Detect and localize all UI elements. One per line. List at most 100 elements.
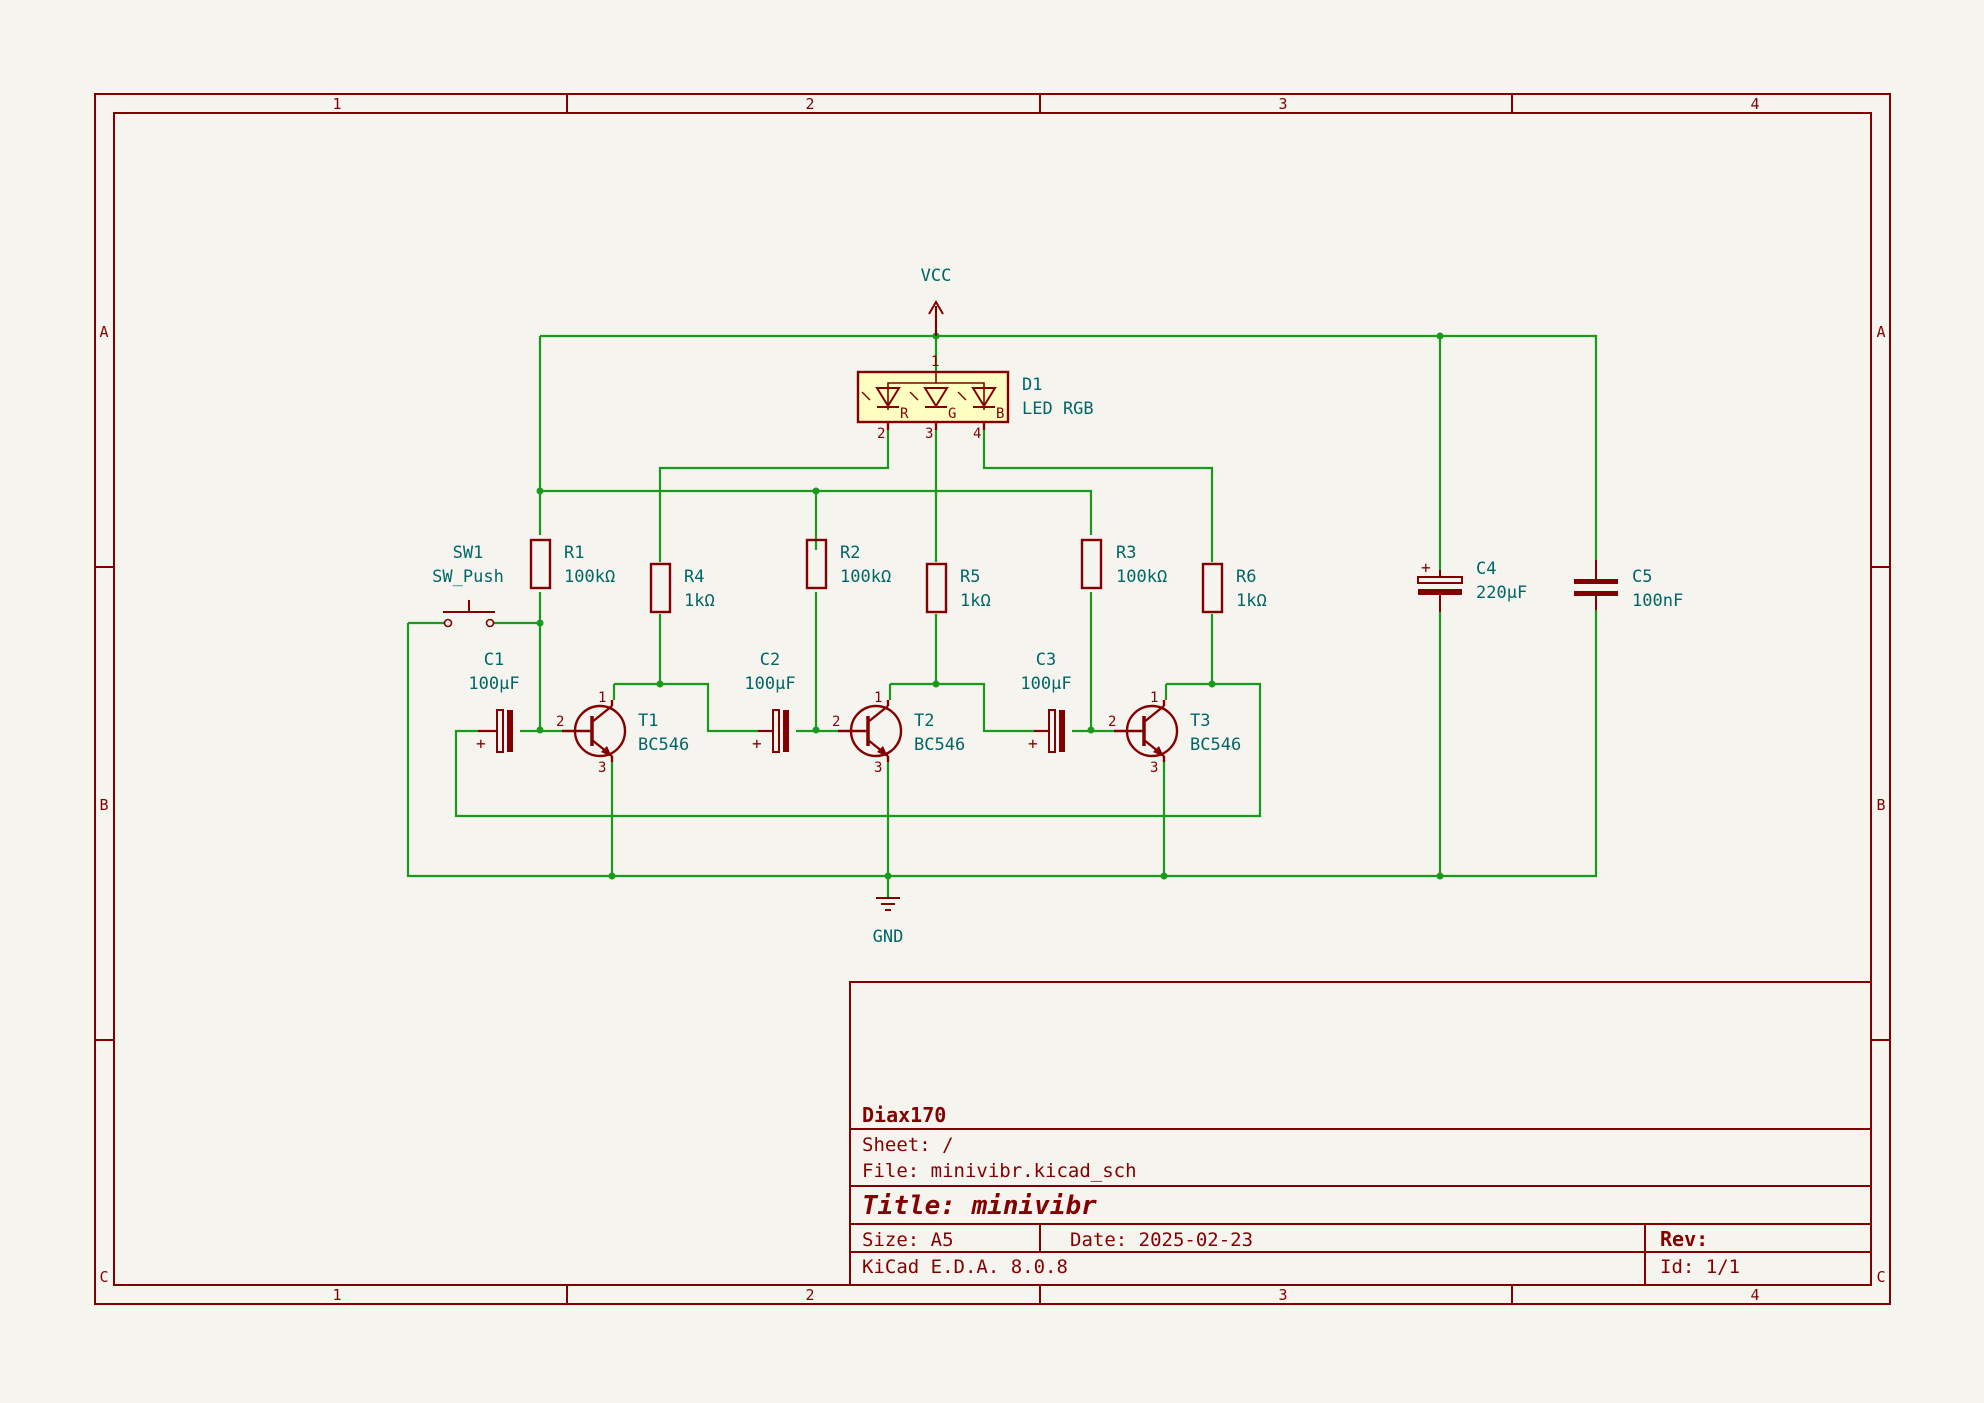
junction: [1160, 872, 1168, 880]
vcc-symbol[interactable]: VCC: [921, 266, 952, 336]
capacitor-c4[interactable]: + C4 220µF: [1417, 558, 1527, 612]
t2-pin-1: 1: [874, 690, 882, 706]
c2-plus: +: [752, 734, 762, 753]
sheet-title: Title: minivibr: [862, 1191, 1097, 1221]
c1-value: 100µF: [468, 674, 519, 694]
resistor-r6[interactable]: R6 1kΩ: [1201, 562, 1267, 614]
r4-value: 1kΩ: [684, 591, 715, 611]
junction: [656, 680, 664, 688]
r6-ref: R6: [1236, 567, 1256, 587]
junction: [812, 487, 820, 495]
c3-value: 100µF: [1020, 674, 1071, 694]
resistor-r2[interactable]: R2 100kΩ: [805, 538, 891, 590]
r1-value: 100kΩ: [564, 567, 615, 587]
led-color-r: R: [900, 406, 909, 422]
col-label-bottom-3: 3: [1278, 1286, 1287, 1304]
t1-pin-2: 2: [556, 714, 564, 730]
col-label-top-4: 4: [1750, 95, 1759, 113]
resistor-r1[interactable]: R1 100kΩ: [529, 538, 615, 590]
led-pin-3: 3: [925, 426, 933, 442]
led-ref: D1: [1022, 375, 1042, 395]
paper-size: Size: A5: [862, 1229, 954, 1251]
resistor-r5[interactable]: R5 1kΩ: [925, 562, 991, 614]
t2-value: BC546: [914, 735, 965, 755]
col-label-bottom-2: 2: [805, 1286, 814, 1304]
capacitor-c5[interactable]: C5 100nF: [1574, 560, 1683, 611]
t2-pin-3: 3: [874, 760, 882, 776]
r2-value: 100kΩ: [840, 567, 891, 587]
r5-ref: R5: [960, 567, 980, 587]
sheet-date: Date: 2025-02-23: [1070, 1229, 1253, 1251]
c4-value: 220µF: [1476, 583, 1527, 603]
col-label-bottom-4: 4: [1750, 1286, 1759, 1304]
t1-pin-1: 1: [598, 690, 606, 706]
led-value: LED RGB: [1022, 399, 1094, 419]
t1-pin-3: 3: [598, 760, 606, 776]
t3-ref: T3: [1190, 711, 1210, 731]
junction: [1436, 332, 1444, 340]
resistor-r3[interactable]: R3 100kΩ: [1080, 538, 1167, 590]
led-color-g: G: [948, 406, 956, 422]
t2-ref: T2: [914, 711, 934, 731]
c2-value: 100µF: [744, 674, 795, 694]
junction: [536, 619, 544, 627]
junction: [1208, 680, 1216, 688]
switch-ref: SW1: [453, 543, 484, 563]
r3-ref: R3: [1116, 543, 1136, 563]
gnd-symbol[interactable]: GND: [873, 897, 904, 947]
transistor-t1[interactable]: 2 1 3 T1 BC546: [556, 690, 689, 776]
capacitor-c3[interactable]: + C3 100µF: [1020, 650, 1072, 753]
col-label-bottom-1: 1: [332, 1286, 341, 1304]
switch-value: SW_Push: [432, 567, 504, 587]
col-label-top-2: 2: [805, 95, 814, 113]
junction: [608, 872, 616, 880]
drawing-frame: 1 2 3 4 1 2 3 4 A B C A B C: [94, 93, 1891, 1305]
led-pin-4: 4: [973, 426, 981, 442]
r5-value: 1kΩ: [960, 591, 991, 611]
t3-pin-1: 1: [1150, 690, 1158, 706]
vcc-label: VCC: [921, 266, 952, 286]
sheet-path: Sheet: /: [862, 1134, 954, 1156]
led-d1[interactable]: R G B 1 2 3 4 D1 LED RGB: [856, 354, 1094, 442]
capacitor-c2[interactable]: + C2 100µF: [744, 650, 796, 753]
t3-value: BC546: [1190, 735, 1241, 755]
row-label-left-b: B: [99, 796, 108, 814]
resistor-r4[interactable]: R4 1kΩ: [649, 562, 715, 614]
transistor-t2[interactable]: 2 1 3 T2 BC546: [832, 690, 965, 776]
c1-ref: C1: [484, 650, 504, 670]
c4-ref: C4: [1476, 559, 1496, 579]
r6-value: 1kΩ: [1236, 591, 1267, 611]
transistor-t3[interactable]: 2 1 3 T3 BC546: [1108, 690, 1241, 776]
junction: [932, 680, 940, 688]
gnd-label: GND: [873, 927, 904, 947]
junction: [1436, 872, 1444, 880]
t3-pin-2: 2: [1108, 714, 1116, 730]
sheet-id: Id: 1/1: [1660, 1256, 1740, 1278]
r3-value: 100kΩ: [1116, 567, 1167, 587]
col-label-top-3: 3: [1278, 95, 1287, 113]
c3-ref: C3: [1036, 650, 1056, 670]
r1-ref: R1: [564, 543, 584, 563]
c3-plus: +: [1028, 734, 1038, 753]
row-label-left-a: A: [99, 323, 108, 341]
t1-ref: T1: [638, 711, 658, 731]
led-pin-1: 1: [931, 354, 939, 370]
c5-value: 100nF: [1632, 591, 1683, 611]
row-label-right-b: B: [1876, 796, 1885, 814]
r2-ref: R2: [840, 543, 860, 563]
kicad-version: KiCad E.D.A. 8.0.8: [862, 1256, 1068, 1278]
junction: [1087, 726, 1095, 734]
company-name: Diax170: [862, 1103, 946, 1127]
t3-pin-3: 3: [1150, 760, 1158, 776]
c4-plus: +: [1421, 558, 1431, 577]
revision: Rev:: [1660, 1227, 1708, 1251]
led-color-b: B: [996, 406, 1004, 422]
r4-ref: R4: [684, 567, 704, 587]
switch-sw1[interactable]: SW1 SW_Push: [432, 543, 504, 628]
junction: [536, 726, 544, 734]
row-label-left-c: C: [99, 1268, 108, 1286]
col-label-top-1: 1: [332, 95, 341, 113]
capacitor-c1[interactable]: + C1 100µF: [468, 650, 520, 753]
